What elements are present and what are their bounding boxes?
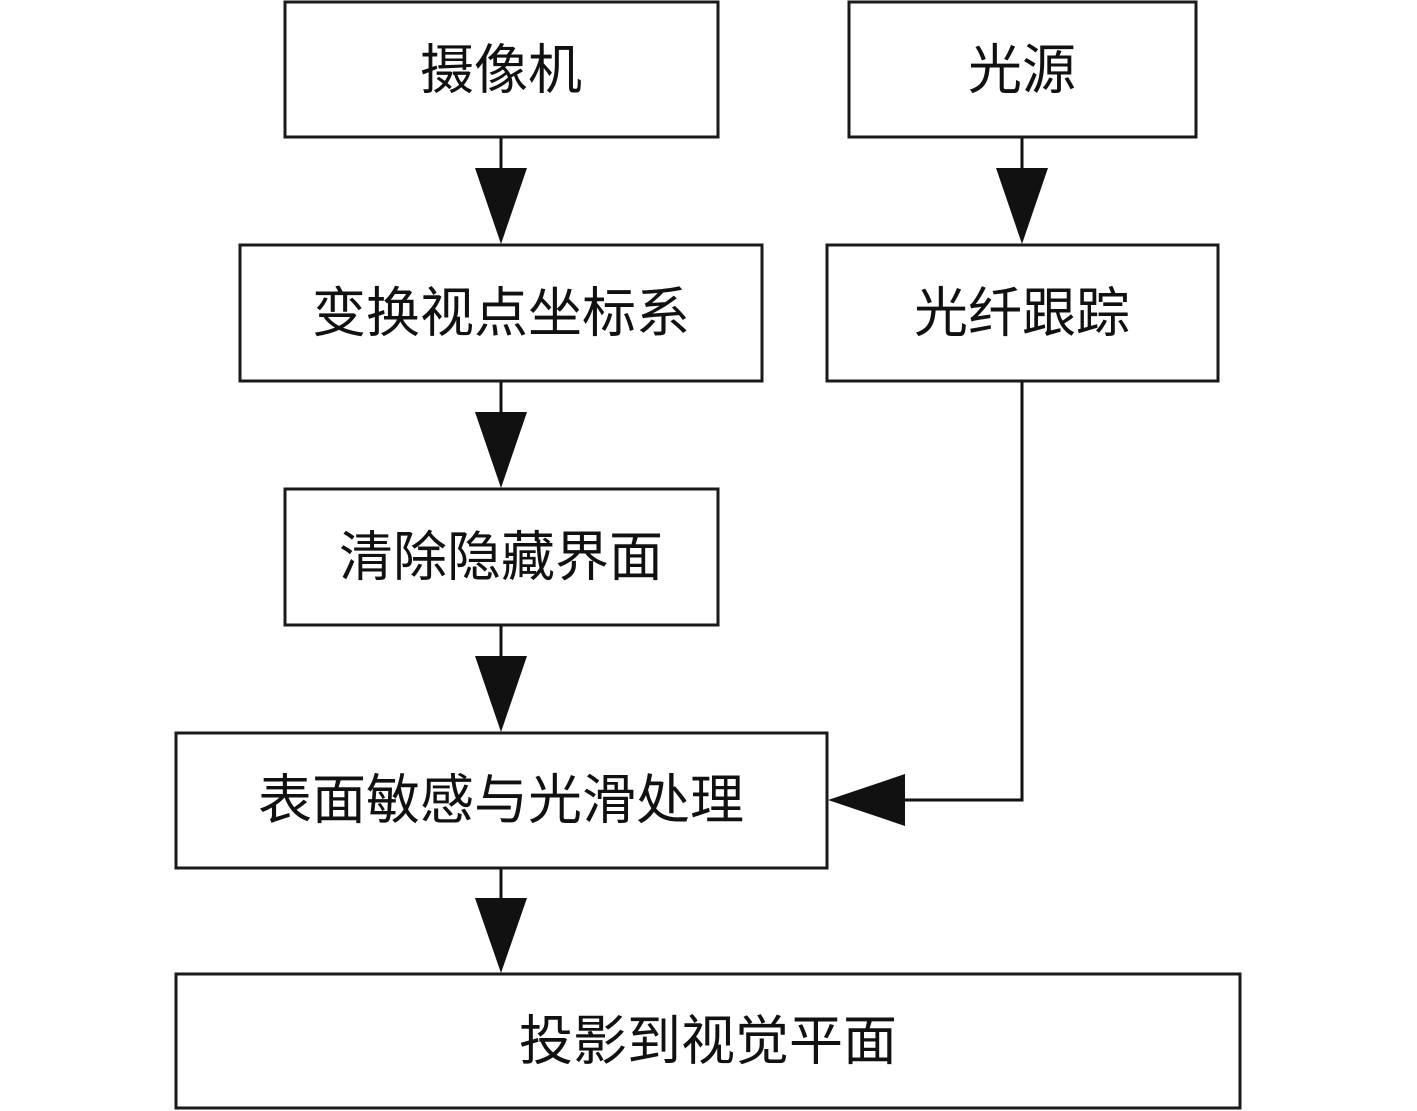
node-project-to-view-plane: 投影到视觉平面: [174, 972, 1242, 1110]
node-fiber-tracking-label: 光纤跟踪: [914, 282, 1130, 345]
node-project-to-view-plane-label: 投影到视觉平面: [519, 1010, 897, 1073]
node-hidden-surface-removal-label: 清除隐藏界面: [339, 526, 663, 589]
edge-hidden-to-surface: [475, 625, 527, 732]
arrow-head-down: [475, 656, 527, 732]
node-surface-shading-smoothing-label: 表面敏感与光滑处理: [258, 769, 744, 832]
node-transform-viewpoint-label: 变换视点坐标系: [312, 282, 690, 345]
node-hidden-surface-removal: 清除隐藏界面: [283, 487, 720, 627]
arrow-head-down: [475, 898, 527, 973]
node-fiber-tracking: 光纤跟踪: [825, 243, 1220, 383]
edge-fiber-to-surface: [828, 381, 1024, 826]
node-camera: 摄像机: [283, 0, 720, 139]
arrow-head-down: [475, 168, 527, 244]
node-light-source: 光源: [847, 0, 1198, 139]
edge-light-to-fiber: [996, 137, 1048, 244]
arrow-head-down: [475, 412, 527, 488]
edge-camera-to-transform: [475, 137, 527, 244]
arrow-head-left: [828, 774, 905, 826]
edge-transform-to-hidden: [475, 381, 527, 488]
node-transform-viewpoint: 变换视点坐标系: [238, 243, 764, 383]
node-light-source-label: 光源: [968, 39, 1076, 102]
arrow-head-down: [996, 168, 1048, 244]
edge-surface-to-projection: [475, 868, 527, 973]
node-surface-shading-smoothing: 表面敏感与光滑处理: [174, 731, 829, 870]
node-camera-label: 摄像机: [420, 39, 582, 102]
